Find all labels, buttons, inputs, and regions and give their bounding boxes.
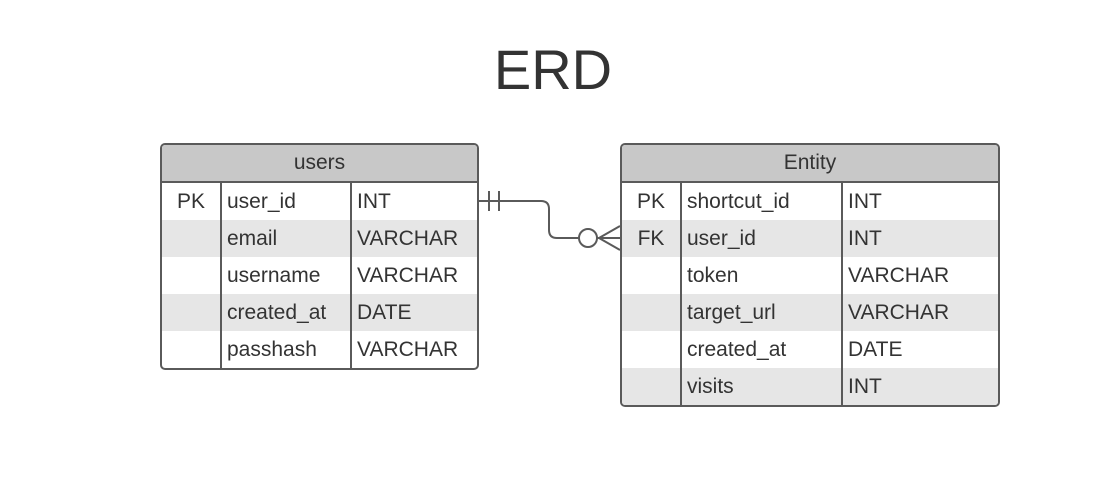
key-cell — [622, 368, 682, 405]
relationship-line — [479, 200, 620, 239]
field-name-cell: created_at — [682, 331, 843, 368]
table-row: visits INT — [622, 368, 998, 405]
field-name-cell: token — [682, 257, 843, 294]
key-cell — [622, 331, 682, 368]
field-name-cell: created_at — [222, 294, 352, 331]
table-row: FK user_id INT — [622, 220, 998, 257]
table-row: passhash VARCHAR — [162, 331, 477, 368]
zero-or-many-circle-marker — [578, 228, 598, 248]
key-cell — [622, 294, 682, 331]
field-type-cell: VARCHAR — [357, 264, 459, 287]
key-cell: PK — [162, 183, 222, 220]
field-type-cell: VARCHAR — [357, 227, 459, 250]
crows-foot-marker — [598, 237, 621, 251]
table-row: PK shortcut_id INT — [622, 183, 998, 220]
field-name-cell: user_id — [222, 183, 352, 220]
field-name-cell: visits — [682, 368, 843, 405]
key-cell — [162, 257, 222, 294]
field-name-cell: email — [222, 220, 352, 257]
key-cell — [162, 331, 222, 368]
field-name-cell: username — [222, 257, 352, 294]
field-name-cell: target_url — [682, 294, 843, 331]
entity-entity-header: Entity — [622, 145, 998, 183]
users-entity[interactable]: users PK user_id INT email VARCHAR usern… — [160, 143, 479, 370]
field-name-cell: shortcut_id — [682, 183, 843, 220]
table-row: PK user_id INT — [162, 183, 477, 220]
table-row: target_url VARCHAR — [622, 294, 998, 331]
field-type-cell: INT — [357, 190, 391, 213]
field-type-cell: DATE — [357, 301, 412, 324]
key-cell: FK — [622, 220, 682, 257]
field-type-cell: VARCHAR — [357, 338, 459, 361]
field-type-cell: DATE — [848, 338, 903, 361]
field-type-cell: INT — [848, 375, 882, 398]
entity-entity[interactable]: Entity PK shortcut_id INT FK user_id INT… — [620, 143, 1000, 407]
key-cell — [162, 294, 222, 331]
field-type-cell: VARCHAR — [848, 301, 950, 324]
field-type-cell: INT — [848, 190, 882, 213]
key-cell — [622, 257, 682, 294]
key-cell: PK — [622, 183, 682, 220]
users-entity-header: users — [162, 145, 477, 183]
table-row: email VARCHAR — [162, 220, 477, 257]
field-name-cell: passhash — [222, 331, 352, 368]
field-type-cell: INT — [848, 227, 882, 250]
crows-foot-marker — [598, 225, 621, 239]
table-row: username VARCHAR — [162, 257, 477, 294]
field-type-cell: VARCHAR — [848, 264, 950, 287]
diagram-title: ERD — [493, 38, 613, 101]
field-name-cell: user_id — [682, 220, 843, 257]
table-row: token VARCHAR — [622, 257, 998, 294]
key-cell — [162, 220, 222, 257]
table-row: created_at DATE — [162, 294, 477, 331]
table-row: created_at DATE — [622, 331, 998, 368]
